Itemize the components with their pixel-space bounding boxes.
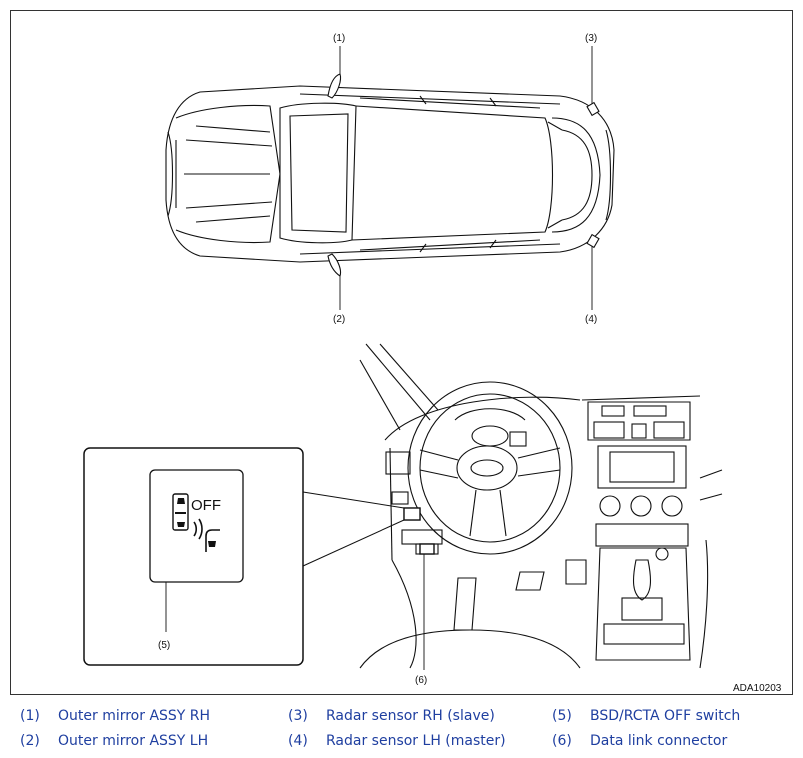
legend-num: (1): [20, 708, 40, 724]
radar-sensor-lh: [586, 233, 600, 249]
car-top-view: [165, 85, 615, 263]
figure-code: ADA10203: [733, 683, 782, 694]
dashboard-view: [359, 343, 723, 669]
legend-text: BSD/RCTA OFF switch: [590, 708, 741, 724]
legend-item-3: (3) Radar sensor RH (slave): [288, 708, 495, 724]
inset-detail: OFF (5): [83, 447, 405, 666]
legend-num: (3): [288, 708, 308, 724]
switch-off-label: OFF: [191, 497, 221, 514]
outer-mirror-lh: [327, 253, 342, 277]
bsd-rcta-off-switch-icon: [172, 493, 220, 552]
callout-1: (1): [333, 33, 345, 44]
legend-num: (4): [288, 733, 308, 749]
legend: (1) Outer mirror ASSY RH (2) Outer mirror …: [0, 700, 803, 758]
legend-text: Radar sensor LH (master): [326, 733, 506, 749]
legend-item-4: (4) Radar sensor LH (master): [288, 733, 506, 749]
callout-3: (3): [585, 33, 597, 44]
legend-text: Radar sensor RH (slave): [326, 708, 495, 724]
callout-2: (2): [333, 314, 345, 325]
legend-item-1: (1) Outer mirror ASSY RH: [20, 708, 210, 724]
bsd-switch-location: [403, 507, 421, 521]
legend-text: Outer mirror ASSY LH: [58, 733, 209, 749]
legend-text: Data link connector: [590, 733, 728, 749]
radar-sensor-rh: [586, 101, 600, 117]
legend-num: (5): [552, 708, 572, 724]
outer-mirror-rh: [327, 73, 342, 99]
diagram: (1) (2) (3) (4): [83, 33, 782, 694]
legend-item-6: (6) Data link connector: [552, 733, 727, 749]
legend-text: Outer mirror ASSY RH: [58, 708, 211, 724]
callout-6: (6): [415, 675, 427, 686]
legend-item-2: (2) Outer mirror ASSY LH: [20, 733, 208, 749]
legend-num: (2): [20, 733, 40, 749]
callout-5: (5): [158, 640, 170, 651]
legend-num: (6): [552, 733, 572, 749]
data-link-connector-location: [419, 543, 435, 555]
legend-item-5: (5) BSD/RCTA OFF switch: [552, 708, 740, 724]
callout-4: (4): [585, 314, 597, 325]
